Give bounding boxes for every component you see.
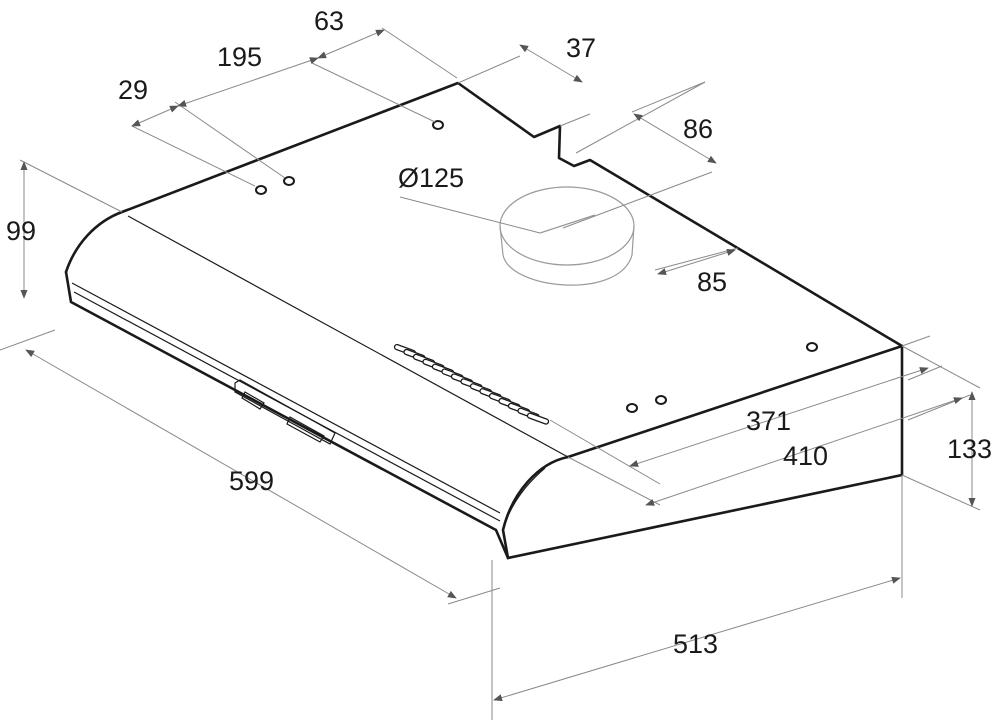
outlet-center-line (539, 214, 596, 234)
dim-label-99: 99 (6, 216, 36, 246)
dim-label-599: 599 (229, 466, 274, 496)
extension-lines (0, 27, 981, 720)
right-top-edge (566, 344, 904, 459)
fixing-hole (255, 185, 267, 195)
bottom-edge (506, 344, 904, 560)
dim-line-195 (177, 57, 319, 107)
hood-body (64, 81, 904, 560)
fixing-holes (255, 120, 818, 413)
outlet-bottom-arc (502, 254, 633, 286)
dimension-labels: 29 195 63 37 86 Ø125 85 99 599 371 410 1… (6, 6, 992, 659)
dim-label-29: 29 (118, 75, 148, 105)
control-panel (234, 379, 336, 445)
fixing-hole (655, 395, 667, 405)
dim-label-63: 63 (314, 6, 344, 36)
dim-label-85: 85 (697, 267, 727, 297)
leader-diameter (399, 196, 541, 234)
panel-crease (127, 215, 569, 458)
dim-line-29 (131, 105, 179, 127)
dim-label-410: 410 (783, 441, 828, 471)
dim-label-371: 371 (746, 406, 791, 436)
dim-label-37: 37 (566, 33, 596, 63)
exhaust-outlet (499, 186, 635, 286)
dim-label-513: 513 (673, 629, 718, 659)
dim-line-63 (317, 29, 385, 59)
dim-label-133: 133 (947, 434, 992, 464)
dim-label-195: 195 (217, 42, 262, 72)
dim-line-86 (633, 113, 717, 164)
fixing-hole (806, 342, 818, 352)
fixing-hole (283, 176, 295, 186)
outlet-sides (499, 225, 635, 256)
dim-line-37 (519, 44, 583, 83)
top-panel-outline (120, 81, 904, 348)
dimension-lines (20, 29, 976, 702)
fixing-hole (432, 120, 444, 130)
dim-line-513 (493, 576, 901, 702)
front-curve-top (64, 210, 124, 274)
fascia-trim-1 (71, 282, 501, 514)
right-trim (502, 467, 546, 531)
dim-line-85 (657, 248, 736, 276)
dim-line-599 (25, 349, 457, 599)
vent-slot (526, 412, 550, 425)
dim-line-410 (645, 397, 963, 506)
vent-slots (393, 343, 550, 425)
dim-label-diameter: Ø125 (398, 163, 464, 193)
fixing-hole (626, 403, 638, 413)
dim-label-86: 86 (683, 114, 713, 144)
